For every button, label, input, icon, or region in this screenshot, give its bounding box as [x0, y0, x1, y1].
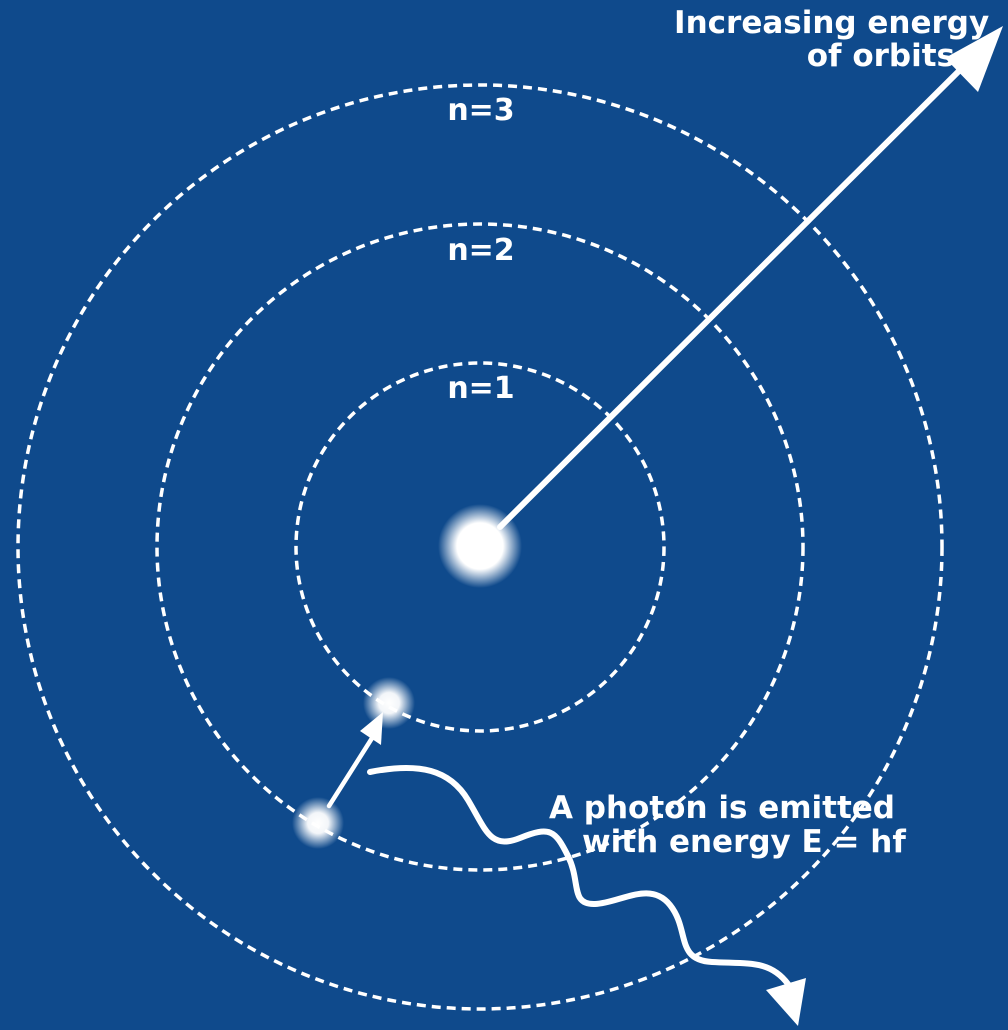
energy-arrow-shaft — [497, 59, 971, 530]
energy-label-line-1: Increasing energy — [674, 5, 989, 41]
orbit-label-n2: n=2 — [447, 233, 514, 268]
photon-arrow-head — [766, 978, 806, 1026]
energy-arrow-head — [945, 26, 1003, 92]
orbit-n1 — [294, 361, 666, 733]
electron-n2 — [292, 797, 344, 849]
transition-arrow-head — [360, 712, 383, 745]
orbit-label-n3: n=3 — [447, 93, 514, 128]
photon-label: A photon is emitted with energy E = hf — [549, 790, 906, 860]
nucleus — [438, 504, 522, 588]
photon-label-line-1: A photon is emitted — [549, 790, 895, 826]
orbit-n3 — [16, 83, 944, 1011]
transition-arrow-shaft — [326, 732, 377, 809]
orbit-label-n1: n=1 — [447, 371, 514, 406]
photon-label-line-2: with energy E = hf — [582, 824, 906, 860]
photon-wave — [367, 764, 791, 987]
energy-label-line-2: of orbits — [807, 38, 955, 74]
electron-n1 — [363, 677, 415, 729]
energy-label: Increasing energy of orbits — [674, 5, 1000, 74]
orbit-n2 — [155, 222, 805, 872]
